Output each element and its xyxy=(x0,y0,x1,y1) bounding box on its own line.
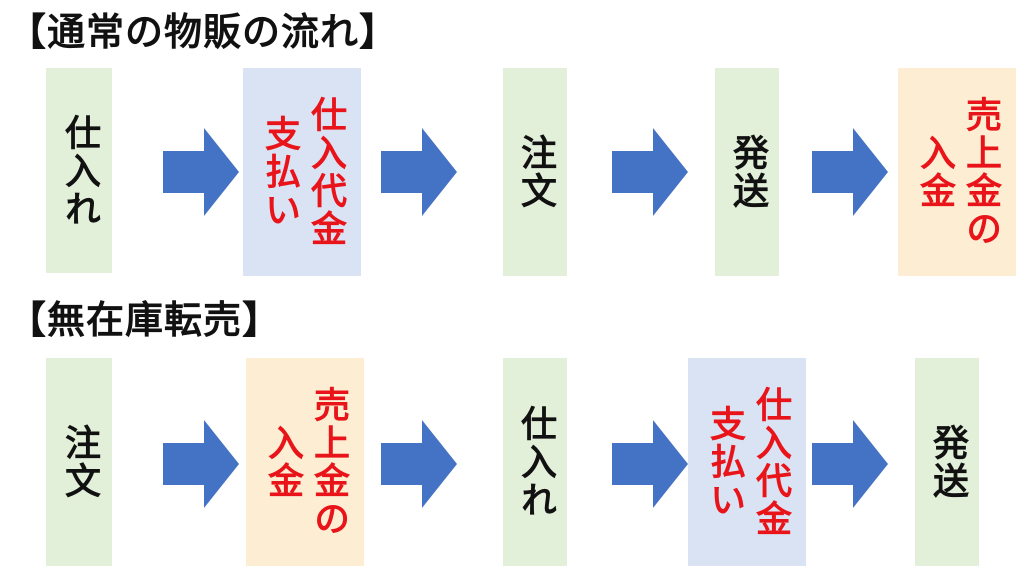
step-order-label: 注文 xyxy=(59,424,100,500)
step-sales-deposit-line1: 売上金の xyxy=(960,96,1001,248)
step-shiire-label: 仕入れ xyxy=(515,405,556,519)
step-shipping-box: 発送 xyxy=(715,68,779,276)
step-shipping-label: 発送 xyxy=(727,134,768,210)
step-payment-line1: 仕入代金 xyxy=(750,386,791,538)
normal-flow-title: 【通常の物販の流れ】 xyxy=(8,10,399,54)
step-payment-line2: 支払い xyxy=(704,405,745,519)
arrow-icon xyxy=(381,128,457,216)
step-sales-deposit-line2: 入金 xyxy=(262,424,303,500)
step-shiire-box: 仕入れ xyxy=(46,68,112,273)
step-sales-deposit-box: 売上金の 入金 xyxy=(898,68,1016,276)
step-order-label: 注文 xyxy=(515,134,556,210)
arrow-icon xyxy=(381,420,457,508)
dropship-flow-title: 【無在庫転売】 xyxy=(8,298,282,342)
arrow-icon xyxy=(612,420,688,508)
arrow-icon xyxy=(163,420,239,508)
step-shiire-box: 仕入れ xyxy=(503,358,567,566)
step-sales-deposit-line2: 入金 xyxy=(914,134,955,210)
arrow-icon xyxy=(163,128,239,216)
step-payment-box: 仕入代金 支払い xyxy=(688,358,806,566)
step-shiire-label: 仕入れ xyxy=(59,113,100,228)
arrow-icon xyxy=(612,128,688,216)
step-payment-line2: 支払い xyxy=(259,115,300,229)
arrow-icon xyxy=(812,420,888,508)
step-order-box: 注文 xyxy=(46,358,112,566)
step-payment-line1: 仕入代金 xyxy=(305,96,346,248)
step-payment-box: 仕入代金 支払い xyxy=(243,68,361,276)
step-sales-deposit-box: 売上金の 入金 xyxy=(246,358,364,566)
step-shipping-label: 発送 xyxy=(927,424,968,500)
step-sales-deposit-line1: 売上金の xyxy=(308,386,349,538)
arrow-icon xyxy=(812,128,888,216)
step-order-box: 注文 xyxy=(503,68,567,276)
step-shipping-box: 発送 xyxy=(915,358,979,566)
